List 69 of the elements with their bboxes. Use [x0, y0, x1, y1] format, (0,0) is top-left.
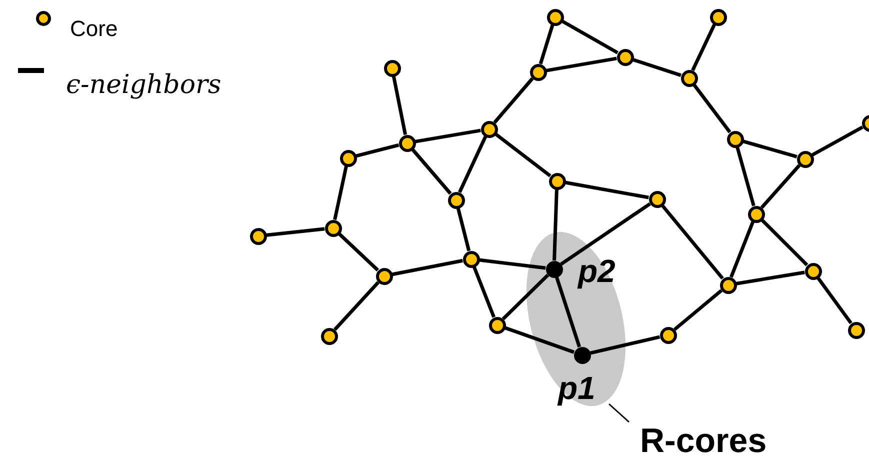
edge-line — [812, 126, 864, 156]
edge-line — [554, 276, 582, 348]
core-node — [320, 328, 338, 344]
core-node — [710, 8, 726, 26]
core-node — [748, 206, 764, 222]
core-node — [480, 120, 498, 138]
core-node — [804, 262, 822, 280]
legend-text: Core — [70, 18, 118, 40]
core-node — [384, 60, 400, 76]
edge-line — [392, 76, 408, 136]
edge-line — [661, 204, 724, 280]
core-node — [376, 268, 392, 284]
edge-line — [742, 140, 798, 158]
core-node — [848, 322, 864, 338]
edge-line — [504, 326, 575, 354]
edge-line — [816, 276, 852, 324]
edge-line — [493, 77, 534, 124]
core-node — [448, 192, 464, 208]
core-node — [548, 172, 566, 190]
edge-line — [472, 266, 496, 318]
core-node — [796, 150, 814, 168]
core-node — [546, 8, 564, 26]
core-node — [660, 326, 676, 344]
edge-line — [538, 24, 554, 64]
core-node — [530, 64, 546, 80]
edge-line — [458, 136, 487, 194]
edge-line — [392, 258, 463, 276]
edge-line — [456, 208, 471, 252]
core-node — [324, 220, 342, 236]
edge-line — [560, 202, 651, 266]
edge-line — [730, 221, 754, 278]
edge-line — [736, 270, 805, 286]
edge-line — [494, 132, 552, 178]
edge-line — [479, 258, 546, 270]
core-node — [250, 228, 266, 244]
edge-line — [632, 58, 682, 78]
edge-line — [415, 128, 481, 144]
edge-line — [333, 166, 348, 220]
edge-line — [562, 20, 618, 54]
edge-line — [691, 24, 716, 72]
edge-line — [552, 189, 558, 261]
edge-line — [673, 289, 723, 331]
edge-line — [546, 56, 617, 72]
edge-line — [333, 281, 380, 331]
core-node — [340, 150, 356, 166]
edge-line — [502, 274, 550, 320]
point-label: p1 — [558, 372, 596, 404]
edge-line — [565, 180, 649, 200]
core-node — [488, 316, 506, 334]
edge-line — [736, 146, 756, 206]
edge-line — [266, 227, 325, 237]
core-node — [398, 134, 416, 152]
core-node — [680, 70, 698, 86]
edge-line — [760, 218, 808, 266]
edge-line — [411, 148, 452, 195]
point-label: p2 — [578, 255, 616, 287]
edge-line — [692, 84, 732, 134]
leader-line — [608, 403, 630, 423]
edge-line — [590, 335, 660, 355]
edge-line — [338, 232, 380, 272]
core-node — [616, 48, 634, 66]
core-node — [648, 190, 666, 208]
core-node — [726, 130, 744, 148]
group-label: R-cores — [640, 424, 767, 458]
legend-text: ϵ-neighbors — [66, 72, 222, 98]
edge-line — [356, 143, 400, 158]
core-node — [462, 250, 480, 268]
edge-line — [760, 164, 801, 209]
core-node — [720, 276, 736, 294]
